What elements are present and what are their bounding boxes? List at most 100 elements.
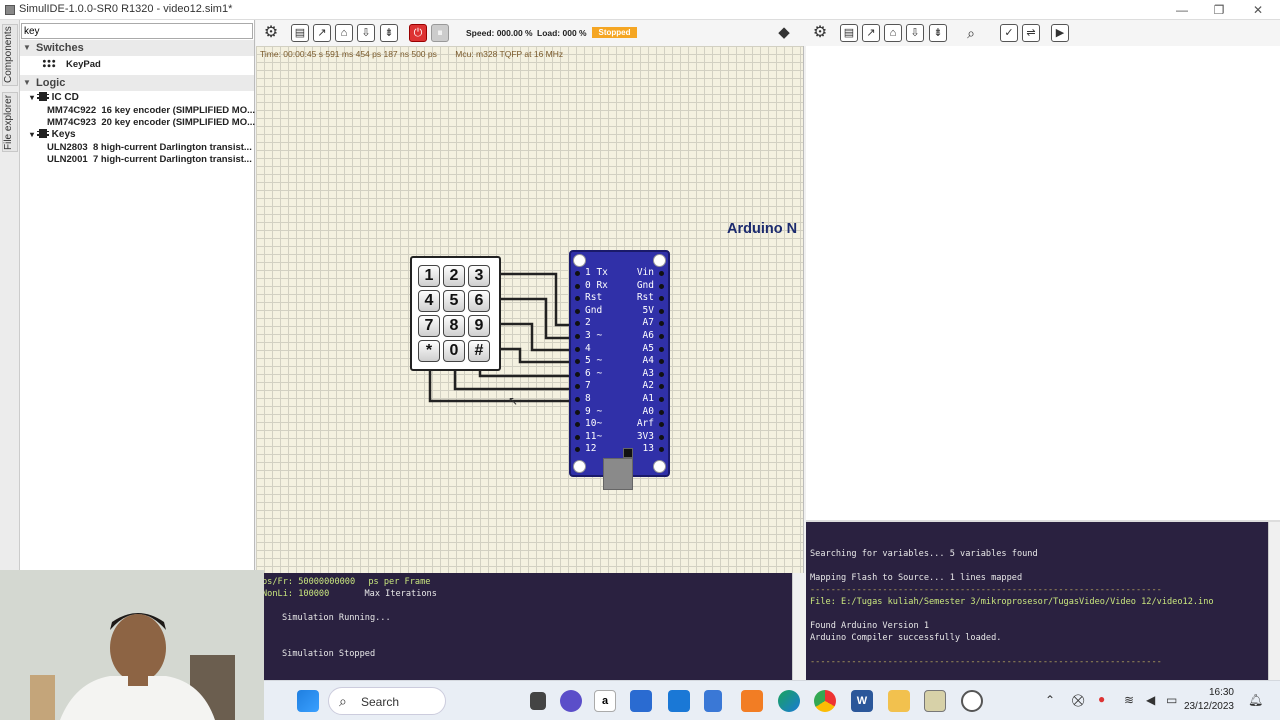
tab-file-explorer[interactable]: File explorer — [2, 92, 18, 152]
component-search-input[interactable] — [21, 23, 253, 39]
compile-diamond-icon[interactable]: ◆ — [778, 24, 790, 41]
pin-connector[interactable] — [575, 296, 580, 302]
pin-connector[interactable] — [659, 283, 664, 289]
word-icon[interactable]: W — [851, 690, 873, 712]
keypad-key[interactable]: 7 — [418, 315, 440, 337]
upload-icon[interactable]: ⇌ — [1022, 24, 1040, 42]
minimize-button[interactable]: — — [1176, 3, 1188, 17]
component-keypad[interactable]: KeyPad — [42, 59, 101, 71]
file-explorer-icon[interactable] — [888, 690, 910, 712]
pin-connector[interactable] — [575, 334, 580, 339]
new-circuit-icon[interactable]: ▤ — [291, 24, 309, 42]
code-editor-area[interactable] — [806, 46, 1280, 520]
debug-icon[interactable]: ▶ — [1051, 24, 1069, 42]
component-uln2803[interactable]: ULN2803 8 high-current Darlington transi… — [47, 142, 252, 153]
component-uln2001[interactable]: ULN2001 7 high-current Darlington transi… — [47, 154, 252, 165]
reset-button[interactable] — [623, 448, 633, 458]
pin-connector[interactable] — [575, 371, 580, 377]
circuit-canvas[interactable]: Time: 00:00:45 s 591 ms 454 ps 187 ns 50… — [256, 46, 804, 573]
pin-connector[interactable] — [659, 397, 664, 402]
editor-export-icon[interactable]: ⇟ — [929, 24, 947, 42]
editor-settings-gear-icon[interactable]: ⚙ — [812, 24, 828, 41]
keypad-key[interactable]: * — [418, 340, 440, 362]
pin-connector[interactable] — [575, 409, 580, 415]
editor-open-icon[interactable]: ↗ — [862, 24, 880, 42]
panel-splitter[interactable] — [806, 520, 1280, 522]
save-circuit-icon[interactable]: ⌂ — [335, 24, 353, 42]
group-ic-cd[interactable]: ▾ IC CD — [30, 92, 79, 103]
pin-connector[interactable] — [575, 346, 580, 352]
pin-connector[interactable] — [659, 359, 664, 365]
pin-connector[interactable] — [575, 359, 580, 365]
windows-start-icon[interactable] — [297, 690, 319, 712]
save-as-icon[interactable]: ⇩ — [357, 24, 375, 42]
simulide-icon[interactable] — [924, 690, 946, 712]
editor-save-icon[interactable]: ⌂ — [884, 24, 902, 42]
keypad-key[interactable]: 4 — [418, 290, 440, 312]
pin-connector[interactable] — [659, 384, 664, 390]
pin-connector[interactable] — [575, 422, 580, 428]
clock-date[interactable]: 23/12/2023 — [1183, 701, 1234, 712]
component-mm74c923[interactable]: MM74C923 20 key encoder (SIMPLIFIED MO..… — [47, 117, 256, 128]
network-off-icon[interactable]: ⛒ — [1072, 693, 1085, 707]
keypad-key[interactable]: 9 — [468, 315, 490, 337]
editor-save-as-icon[interactable]: ⇩ — [906, 24, 924, 42]
tab-components[interactable]: Components — [2, 24, 18, 86]
pin-connector[interactable] — [659, 346, 664, 352]
find-icon[interactable]: ⌕ — [967, 25, 975, 41]
pin-connector[interactable] — [575, 283, 580, 289]
taskbar-search[interactable]: ⌕ Search — [328, 687, 446, 715]
open-circuit-icon[interactable]: ↗ — [313, 24, 331, 42]
pause-button-icon[interactable]: ⏸ — [431, 24, 449, 42]
component-mm74c922[interactable]: MM74C922 16 key encoder (SIMPLIFIED MO..… — [47, 105, 256, 116]
editor-new-icon[interactable]: ▤ — [840, 24, 858, 42]
pin-connector[interactable] — [659, 271, 664, 276]
pin-connector[interactable] — [659, 409, 664, 415]
pin-connector[interactable] — [659, 334, 664, 339]
microphone-icon[interactable]: ● — [1098, 692, 1106, 706]
pin-connector[interactable] — [575, 447, 580, 453]
keypad-key[interactable]: 6 — [468, 290, 490, 312]
pin-connector[interactable] — [659, 296, 664, 302]
category-logic[interactable]: ▼ Logic — [20, 75, 254, 91]
close-button[interactable]: ✕ — [1252, 3, 1264, 17]
verify-icon[interactable]: ✓ — [1000, 24, 1018, 42]
pin-connector[interactable] — [575, 321, 580, 327]
settings-gear-icon[interactable]: ⚙ — [263, 24, 279, 41]
compiler-scrollbar[interactable] — [1268, 522, 1280, 680]
notification-bell-icon[interactable]: 🔔︎ — [1248, 693, 1264, 707]
keypad-key[interactable]: 8 — [443, 315, 465, 337]
pin-connector[interactable] — [575, 434, 580, 440]
group-keys[interactable]: ▾ Keys — [30, 129, 76, 140]
category-switches[interactable]: ▼ Switches — [20, 40, 254, 56]
clock-time[interactable]: 16:30 — [1208, 687, 1234, 698]
amazon-icon[interactable]: a — [594, 690, 616, 712]
tray-chevron-icon[interactable]: ⌃ — [1045, 693, 1056, 707]
keypad-key[interactable]: 1 — [418, 265, 440, 287]
teams-icon[interactable] — [560, 690, 582, 712]
app-orange-icon[interactable] — [741, 690, 763, 712]
keypad-key[interactable]: 5 — [443, 290, 465, 312]
pin-connector[interactable] — [659, 371, 664, 377]
pin-connector[interactable] — [659, 447, 664, 453]
wifi-icon[interactable]: ≋ — [1124, 693, 1135, 707]
battery-icon[interactable]: ▭ — [1166, 693, 1178, 707]
pin-connector[interactable] — [659, 321, 664, 327]
dropbox-icon[interactable] — [668, 690, 690, 712]
pin-connector[interactable] — [575, 384, 580, 390]
export-icon[interactable]: ⇟ — [380, 24, 398, 42]
pin-connector[interactable] — [575, 271, 580, 276]
console-scrollbar[interactable] — [792, 573, 804, 680]
store-icon[interactable] — [630, 690, 652, 712]
chrome-icon[interactable] — [814, 690, 836, 712]
power-button-icon[interactable]: ⏻ — [409, 24, 427, 42]
pin-connector[interactable] — [575, 308, 580, 314]
keypad-key[interactable]: 3 — [468, 265, 490, 287]
notepad-icon[interactable] — [704, 690, 722, 712]
pin-connector[interactable] — [575, 397, 580, 402]
maximize-button[interactable]: ❐ — [1213, 3, 1225, 17]
obs-icon[interactable] — [961, 690, 983, 712]
keypad-key[interactable]: 0 — [443, 340, 465, 362]
